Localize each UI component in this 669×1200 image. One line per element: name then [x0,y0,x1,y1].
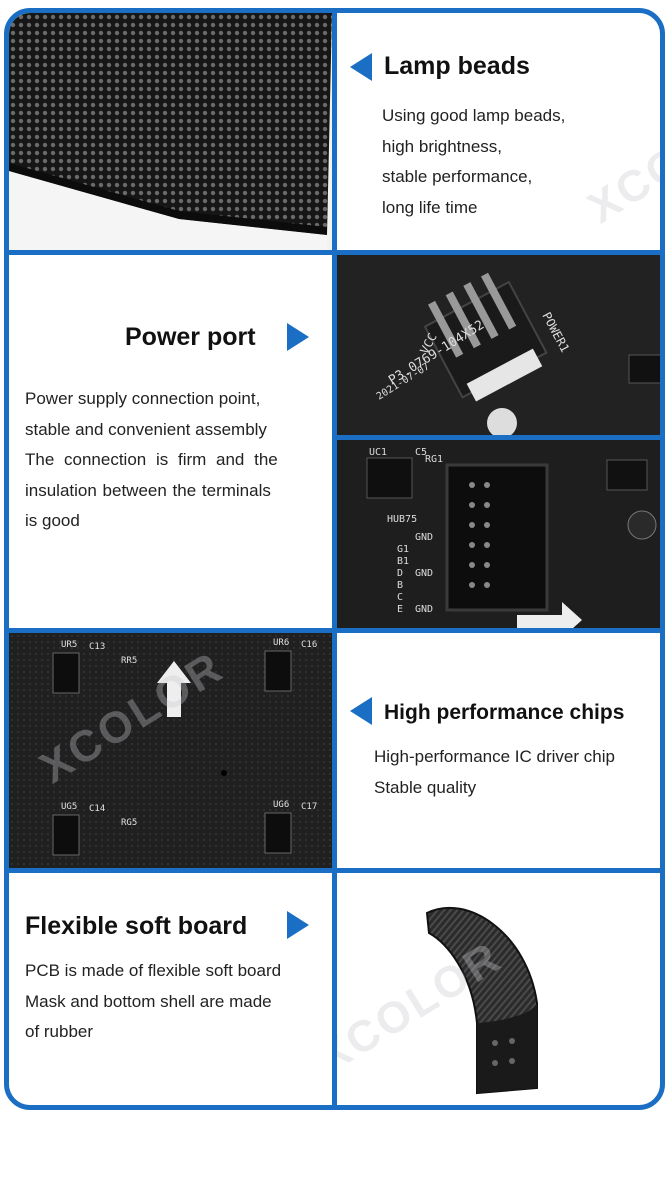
triangle-left-icon [350,53,372,81]
pcb-label: C13 [89,642,105,652]
arrow-up-icon [157,661,191,717]
feature-grid: Lamp beads Using good lamp beads, high b… [9,13,660,1105]
description-line: insulation between the terminals [25,480,271,500]
power-connector-photo: VCC POWER1 P3.0769-104X52 2021-07-07 [337,255,660,435]
pcb-label: B1 [397,556,409,567]
pcb-label: GND [415,532,433,543]
arrow-right-icon [517,602,582,628]
pcb-label: UG5 [61,802,77,812]
power-port-title: Power port [125,323,256,351]
pcb-label: RG5 [121,818,137,828]
description-line: of rubber [25,1022,94,1041]
description-line: Stable quality [374,777,477,797]
flexible-board-description: PCB is made of flexible soft board Mask … [25,956,281,1048]
hub75-connector-image: UC1 C5 RG1 HUB75 GND G1 B1 D GND B C E G… [337,440,660,628]
description-line: high brightness, [382,136,503,156]
feature-frame: Lamp beads Using good lamp beads, high b… [4,8,665,1110]
description-line: Power supply connection point, [25,389,261,408]
pcb-label: C [397,592,403,603]
pcb-label: C14 [89,804,105,814]
pcb-label: E [397,604,403,615]
pcb-label: C16 [301,640,317,650]
description-line: stable and convenient assembly [25,419,267,439]
flexible-board-title: Flexible soft board [25,912,248,940]
pcb-label: UG6 [273,800,289,810]
triangle-right-icon [287,911,309,939]
power-port-description: Power supply connection point, stable an… [25,384,298,537]
description-line: is good [25,511,80,530]
description-line: The connection is firm and the [25,450,278,469]
driver-chips-photo: UR5 C13 RR5 UR6 C16 UG5 C14 RG5 UG6 C17 … [9,633,332,868]
triangle-right-icon [287,323,309,351]
chips-panel: High performance chips High-performance … [337,633,660,868]
led-module-image [9,13,332,250]
pcb-label: HUB75 [387,514,417,525]
description-line: Mask and bottom shell are made [25,991,272,1011]
lamp-beads-title: Lamp beads [384,52,530,80]
pcb-label: C17 [301,802,317,812]
chips-title: High performance chips [384,701,625,724]
pcb-label: GND [415,604,433,615]
lamp-beads-panel: Lamp beads Using good lamp beads, high b… [337,13,660,250]
pcb-label: GND [415,568,433,579]
pcb-label: UC1 [369,447,387,458]
description-line: stable performance, [382,167,533,186]
pcb-label: UR5 [61,640,77,650]
lamp-beads-description: Using good lamp beads, high brightness, … [382,101,565,223]
description-line: PCB is made of flexible soft board [25,961,282,980]
description-line: Using good lamp beads, [382,106,566,125]
pcb-label: D [397,568,403,579]
pcb-label: RR5 [121,656,137,666]
chips-description: High-performance IC driver chip Stable q… [374,742,615,803]
pcb-label: B [397,580,403,591]
description-line: High-performance IC driver chip [374,747,615,766]
pcb-label: UR6 [273,638,289,648]
pcb-label: G1 [397,544,409,555]
watermark: XCOLOR [579,82,660,233]
hub75-connector-photo: UC1 C5 RG1 HUB75 GND G1 B1 D GND B C E G… [337,440,660,628]
power-connector-image: VCC POWER1 P3.0769-104X52 2021-07-07 [337,255,660,435]
flexible-module-image [425,907,538,1095]
driver-chips-image: UR5 C13 RR5 UR6 C16 UG5 C14 RG5 UG6 C17 [9,633,332,868]
pcb-label: C5 [415,447,427,458]
description-line: long life time [382,197,478,217]
led-module-photo [9,13,332,250]
power-port-panel: Power port Power supply connection point… [9,255,332,628]
pcb-label: RG1 [425,454,443,465]
flexible-board-panel: Flexible soft board PCB is made of flexi… [9,873,332,1105]
triangle-left-icon [350,697,372,725]
flexible-module-photo: XCOLOR [337,873,660,1105]
